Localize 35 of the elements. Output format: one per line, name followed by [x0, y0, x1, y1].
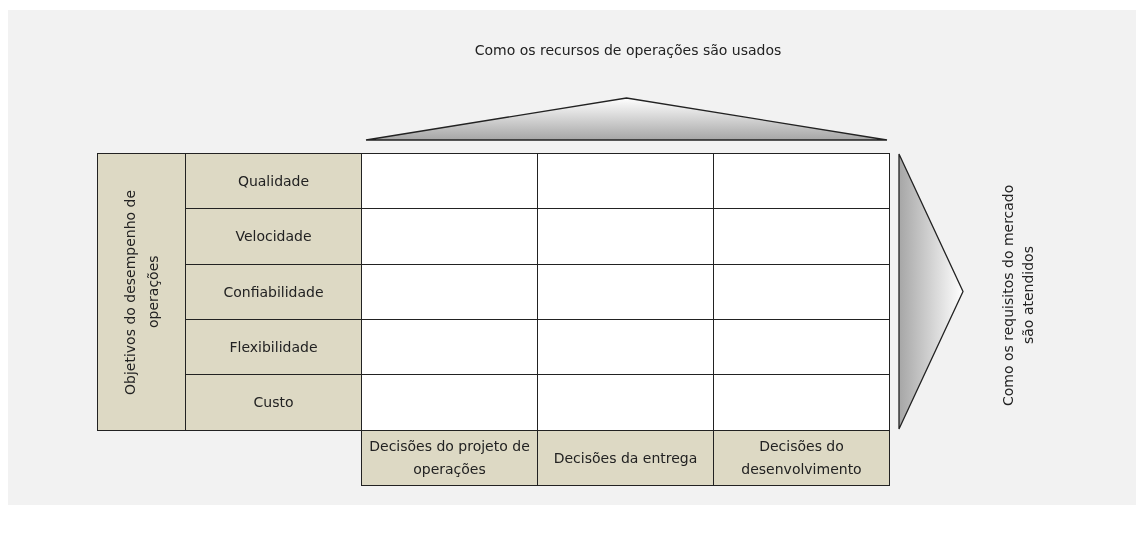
header-cell: [361, 430, 538, 486]
rotated-heading: Objetivos do desempenho de operações: [120, 188, 162, 397]
header-cell: [185, 208, 362, 265]
table-cell: [713, 208, 890, 265]
row-group-header: [97, 153, 186, 431]
table-cell: [713, 374, 890, 431]
cell-text: Decisões do projeto de operações: [368, 437, 531, 479]
table-cell: [713, 319, 890, 375]
cell-text: Decisões do desenvolvimento: [740, 437, 863, 479]
header-cell: [713, 430, 890, 486]
cell-text: Velocidade: [235, 227, 312, 246]
table-cell: [537, 208, 714, 265]
header-cell: [185, 374, 362, 431]
caption-text: Como os requisitos do mercado são atendidos: [999, 183, 1037, 408]
cell-text: Confiabilidade: [223, 282, 324, 302]
table-cell: [537, 264, 714, 320]
table-cell: [361, 153, 538, 209]
table-cell: [361, 319, 538, 375]
table-cell: [713, 264, 890, 320]
header-cell: [185, 319, 362, 375]
table-cell: [361, 374, 538, 431]
table-cell: [361, 264, 538, 320]
cell-text: Decisões da entrega: [553, 448, 698, 468]
table-cell: [361, 208, 538, 265]
table-cell: [713, 153, 890, 209]
header-cell: [185, 153, 362, 209]
header-cell: [185, 264, 362, 320]
header-cell: [537, 430, 714, 486]
table-cell: [537, 374, 714, 431]
cell-text: Qualidade: [237, 171, 310, 191]
cell-text: Flexibilidade: [229, 337, 318, 357]
table-cell: [537, 319, 714, 375]
table-cell: [537, 153, 714, 209]
cell-text: Custo: [253, 393, 294, 412]
caption-text: Como os recursos de operações são usados: [473, 41, 783, 60]
